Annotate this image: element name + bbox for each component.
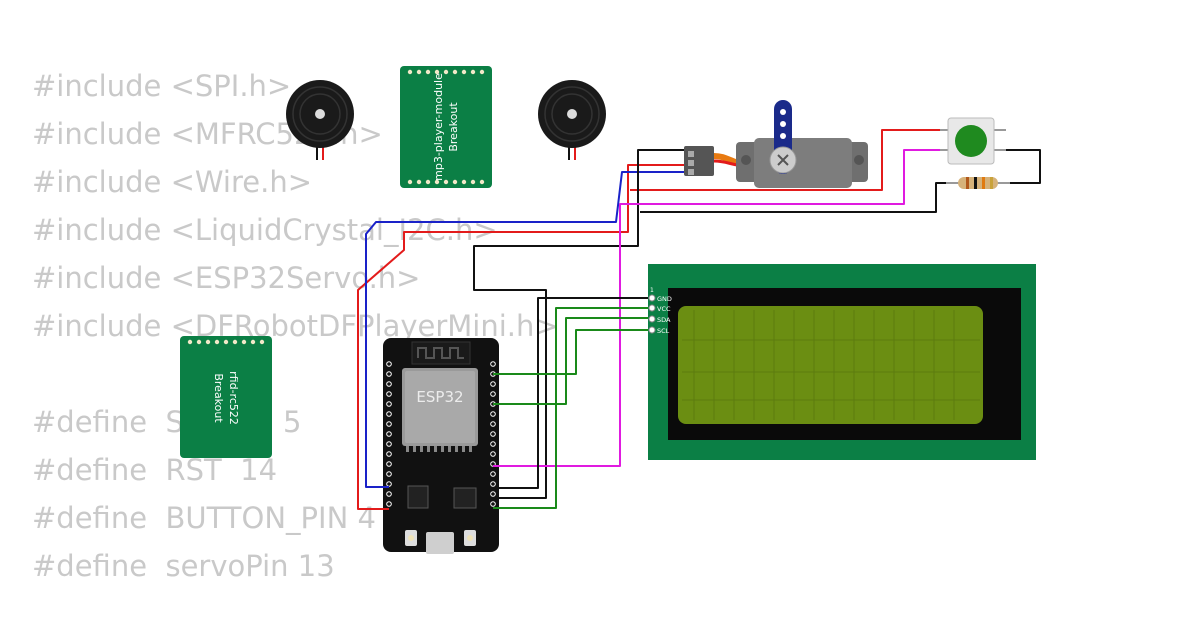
rfid-rc522-module[interactable]: rfid-rc522 Breakout: [180, 336, 272, 458]
wire-green-lcd-vcc[interactable]: [492, 307, 652, 509]
wire-green-lcd-scl[interactable]: [492, 329, 652, 375]
esp32-label: ESP32: [416, 388, 463, 406]
wire-red-button[interactable]: [630, 129, 948, 191]
wires: [357, 129, 1041, 510]
push-button[interactable]: [940, 117, 1006, 165]
code-line: #define RST 14: [32, 453, 278, 487]
code-line: #define servoPin 13: [32, 549, 335, 583]
rfid-module-label: rfid-rc522: [227, 371, 240, 425]
lcd-pin-gnd: GND: [657, 295, 672, 303]
lcd-pin-sda: SDA: [657, 316, 671, 324]
resistor[interactable]: [946, 177, 1010, 189]
buzzer-left[interactable]: [286, 80, 354, 160]
lcd-pin-scl: SCL: [657, 327, 670, 335]
code-line: #include <SPI.h>: [32, 69, 292, 103]
buzzer-right[interactable]: [538, 80, 606, 160]
esp32-board[interactable]: ESP32: [383, 338, 499, 554]
mp3-player-module[interactable]: mp3-player-module Breakout: [400, 66, 492, 188]
wire-black-resistor[interactable]: [1000, 149, 1041, 184]
lcd-screen: [678, 306, 983, 424]
code-line: #define BUTTON_PIN 4: [32, 501, 376, 535]
mp3-module-sublabel: Breakout: [447, 102, 460, 152]
servo-motor[interactable]: [684, 100, 868, 188]
lcd-pin-vcc: VCC: [657, 305, 671, 313]
code-line: #include <DFRobotDFPlayerMini.h>: [32, 309, 559, 343]
wire-black-gnd[interactable]: [473, 149, 686, 499]
wire-red-servo[interactable]: [357, 164, 686, 510]
wire-green-lcd-sda[interactable]: [492, 317, 652, 405]
lcd-display[interactable]: 1 GND VCC SDA SCL: [648, 264, 1036, 460]
code-line: #include <ESP32Servo.h>: [32, 261, 421, 295]
code-line: #include <Wire.h>: [32, 165, 313, 199]
rfid-module-sublabel: Breakout: [212, 373, 225, 423]
wire-magenta-button[interactable]: [492, 149, 948, 467]
button-cap[interactable]: [955, 125, 987, 157]
code-line: #include <LiquidCrystal_I2C.h>: [32, 213, 498, 247]
esp32-wire-terminals: [358, 373, 500, 510]
lcd-pin-1-marker: 1: [650, 287, 654, 294]
mp3-module-label: mp3-player-module: [432, 73, 445, 181]
wire-black-lcd-gnd[interactable]: [492, 297, 652, 489]
